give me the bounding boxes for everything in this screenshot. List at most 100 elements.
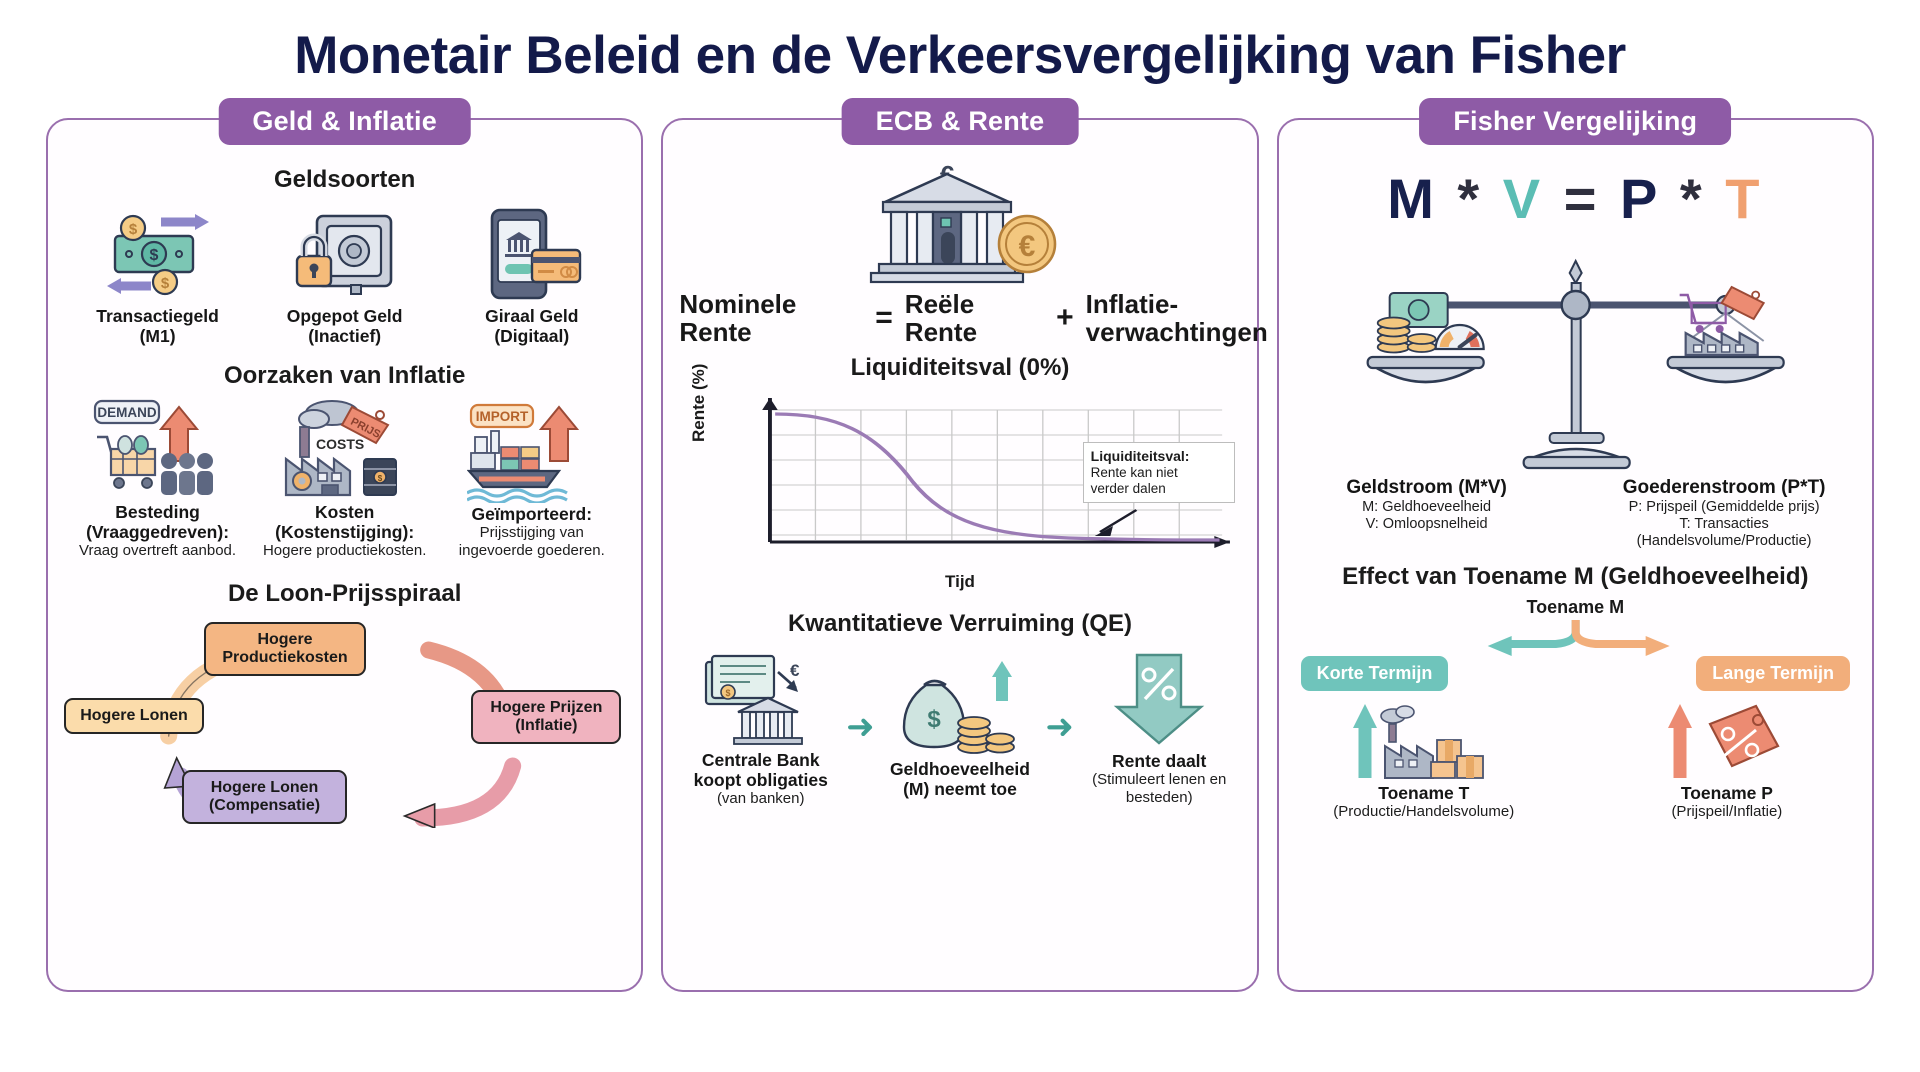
spiral-node-higher-wages-compensation: Hogere Lonen (Compensatie) [182,770,347,824]
equation-term-inflatieverwachtingen: Inflatie-verwachtingen [1085,288,1268,347]
equation-term-reele-rente: Reële Rente [904,288,978,347]
chart-y-axis-label: Rente (%) [689,363,709,442]
wage-price-spiral: Hogere Productiekosten Hogere Prijzen (I… [64,616,625,828]
panel3-header: Fisher Vergelijking [1419,97,1732,145]
pill-lange-termijn: Lange Termijn [1696,655,1850,691]
cause-desc: Vraag overtreft aanbod. [79,542,237,560]
qe-step-item: $ Geldhoeveelheid (M) neemt toe [879,655,1042,799]
effect-pills-row: Korte Termijn Lange Termijn [1295,655,1856,691]
goederenstroom-line-t: T: Transacties [1679,516,1769,533]
panel-geld-inflatie: Geld & Inflatie Geldsoorten $ [46,97,644,992]
inflation-cause-item: PRIJS COSTS $ [258,398,432,560]
cause-sub: (Vraaggedreven): [86,522,230,543]
money-types-row: $ $ $ Transactiegeld (M1) [64,202,625,346]
cause-sub: (Kostenstijging): [275,522,415,543]
effect-long-term-block: Toename P (Prijspeil/Inflatie) [1598,697,1856,821]
chart-annotation: Liquiditeitsval: Rente kan niet verder d… [1082,441,1235,504]
fisher-term-v: V [1502,166,1545,230]
svg-text:$: $ [149,247,158,264]
geldstroom-line-v: V: Omloopsnelheid [1365,516,1488,533]
cargo-ship-icon: IMPORT [445,400,619,504]
panel2-header: ECB & Rente [841,97,1079,145]
geldstroom-block: Geldstroom (M*V) M: Geldhoeveelheid V: O… [1295,475,1559,534]
inflation-cause-item: IMPORT [445,400,619,560]
spiral-node-higher-wages: Hogere Lonen [64,697,204,734]
fisher-rate-equation: Nominele Rente = Reële Rente + Inflatie-… [679,288,1268,347]
factory-boxes-up-icon [1295,697,1553,783]
chart-canvas [762,397,1231,548]
money-type-label: Opgepot Geld [286,305,403,326]
svg-text:€: € [1019,230,1036,263]
goederenstroom-title: Goederenstroom (P*T) [1622,476,1826,498]
inflation-cause-item: DEMAND [71,398,245,560]
qe-step-item: Rente daalt (Stimuleert lenen en bestede… [1078,647,1241,807]
annotation-title: Liquiditeitsval: [1090,447,1190,464]
spiral-node-production-costs: Hogere Productiekosten [204,621,366,676]
fisher-term-t: T [1725,166,1764,230]
fisher-equation: M * V = P * T [1295,166,1856,231]
effect-short-term-block: Toename T (Productie/Handelsvolume) [1295,697,1553,821]
qe-step-sub: (van banken) [716,790,805,808]
pill-korte-termijn: Korte Termijn [1300,655,1449,691]
effect-long-sub: (Prijspeil/Inflatie) [1671,802,1783,820]
chart-title: Liquiditeitsval (0%) [850,353,1070,381]
effect-source-label: Toename M [1526,596,1625,617]
inflation-causes-row: DEMAND [64,398,625,560]
svg-text:COSTS: COSTS [316,436,364,452]
fisher-op-mult1: * [1457,166,1484,230]
qe-arrow-icon: ➜ [846,707,875,746]
panel-ecb-rente: ECB & Rente € € [661,97,1268,992]
cause-label: Geïmporteerd: [471,504,593,525]
section-oorzaken-inflatie: Oorzaken van Inflatie [223,361,466,389]
equation-plus-sign: + [1056,300,1074,334]
price-tag-percent-up-icon [1598,697,1856,783]
panel1-header: Geld & Inflatie [218,97,471,145]
fisher-term-p: P [1619,166,1661,230]
panels-container: Geld & Inflatie Geldsoorten $ [0,84,1920,1014]
money-type-label: Transactiegeld [96,305,219,326]
geldstroom-title: Geldstroom (M*V) [1346,476,1507,498]
svg-text:$: $ [377,474,382,483]
svg-text:€: € [790,661,800,680]
equation-term-nominele-rente: Nominele Rente [679,288,797,347]
ecb-bank-euro-icon: € € [679,160,1240,288]
section-qe: Kwantitatieve Verruiming (QE) [787,609,1133,637]
goederenstroom-line-p: P: Prijspeil (Gemiddelde prijs) [1628,498,1820,515]
money-bag-coins-icon: $ [879,655,1042,759]
page-title: Monetair Beleid en de Verkeersvergelijki… [294,26,1626,85]
factory-barrel-icon: PRIJS COSTS $ [258,398,432,502]
fisher-term-m: M [1387,166,1438,230]
qe-arrow-icon: ➜ [1045,707,1074,746]
shopping-cart-people-icon: DEMAND [71,398,245,502]
effect-split-arrows [1295,618,1856,658]
annotation-line2: verder dalen [1090,481,1166,497]
money-type-item: Giraal Geld (Digitaal) [445,202,619,346]
percent-down-arrow-icon [1078,647,1241,751]
qe-step-label: Centrale Bank koopt obligaties [693,749,828,790]
goederenstroom-line-t2: (Handelsvolume/Productie) [1636,533,1812,550]
money-type-item: Opgepot Geld (Inactief) [258,202,432,346]
svg-text:$: $ [160,275,169,292]
equation-equals-sign: = [875,300,893,334]
money-type-sub: (Digitaal) [494,325,570,346]
section-geldsoorten: Geldsoorten [273,165,416,193]
cause-label: Kosten [315,501,375,522]
qe-step-sub: (Stimuleert lenen en besteden) [1092,771,1227,806]
demand-badge-text: DEMAND [97,405,156,420]
qe-step-label: Geldhoeveelheid (M) neemt toe [889,758,1030,799]
svg-text:$: $ [725,688,730,698]
fisher-streams-row: Geldstroom (M*V) M: Geldhoeveelheid V: O… [1295,475,1856,551]
safe-lock-icon [258,202,432,306]
fisher-op-mult2: * [1679,166,1706,230]
annotation-line1: Rente kan niet [1090,464,1178,480]
smartphone-card-icon [445,202,619,306]
cart-factory-tag-icon [1679,285,1765,356]
qe-steps-row: $ € Centrale Bank koopt obligati [679,646,1240,808]
effect-results-row: Toename T (Productie/Handelsvolume) [1295,697,1856,821]
effect-short-label: Toename T [1378,782,1470,803]
cause-desc: Hogere productiekosten. [262,542,427,560]
money-speedometer-icon [1376,291,1485,354]
section-loon-prijsspiraal: De Loon-Prijsspiraal [227,579,462,607]
money-type-sub: (Inactief) [308,325,382,346]
